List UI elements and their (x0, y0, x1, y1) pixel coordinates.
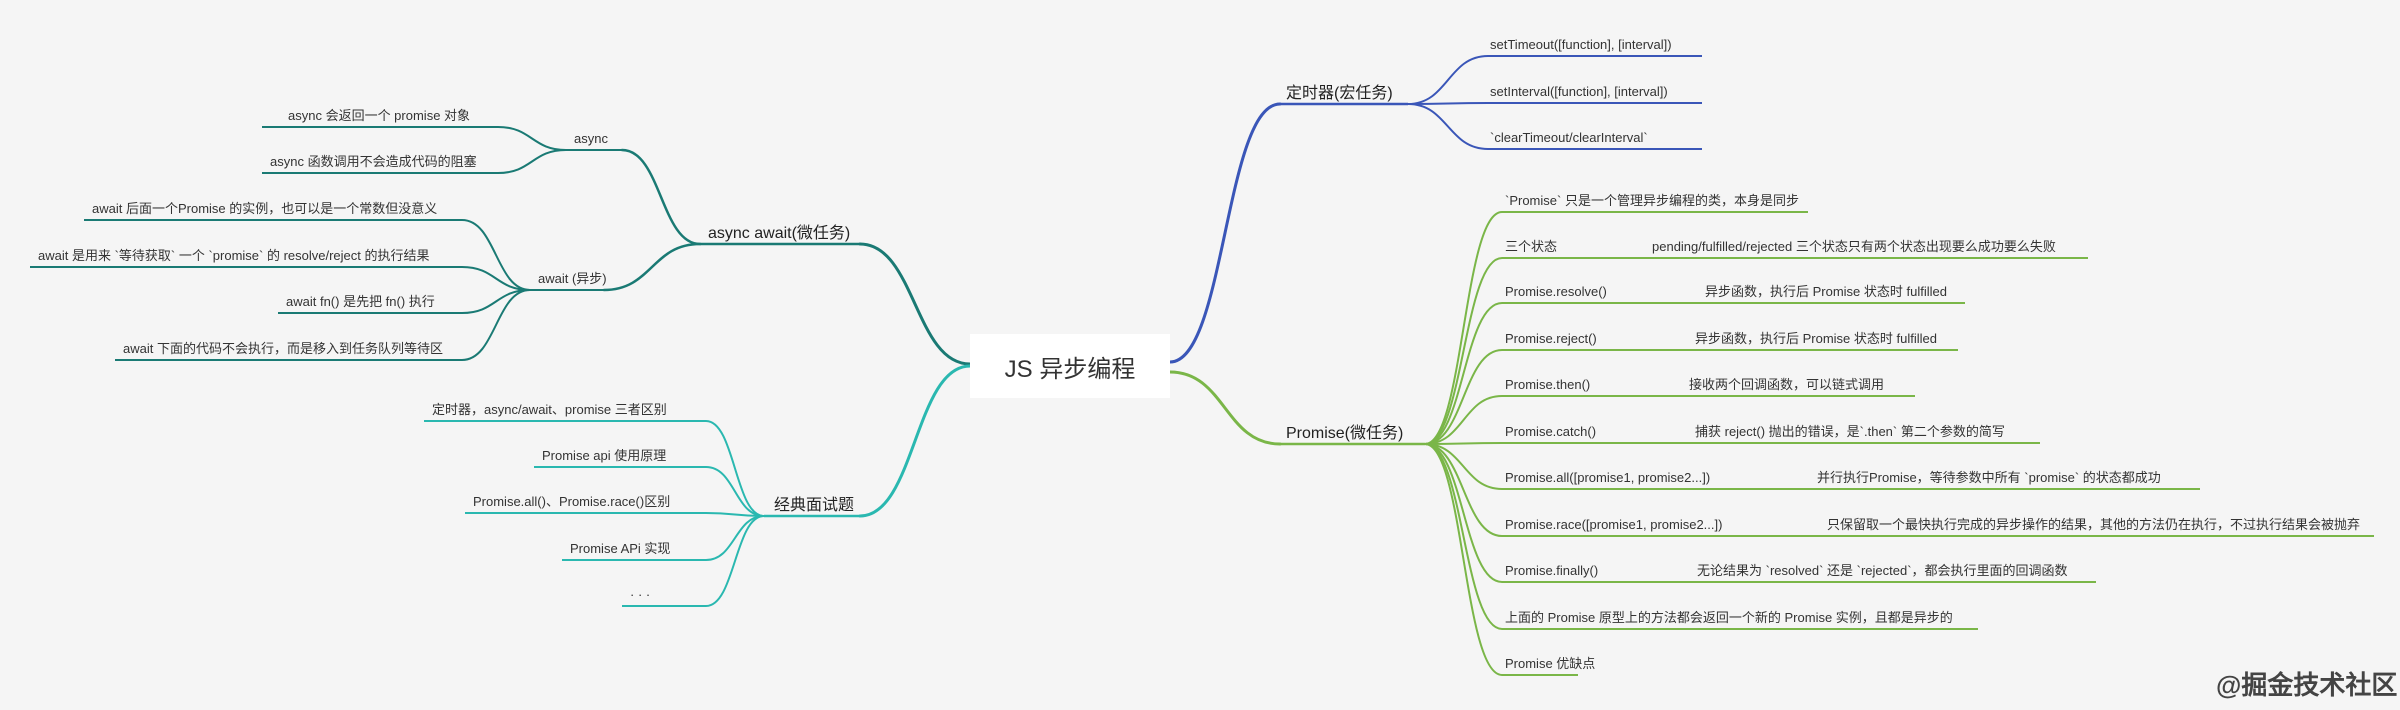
promise-item[interactable]: Promise.then() (1505, 377, 1591, 392)
edge-await-item (461, 219, 531, 291)
await-item[interactable]: await 下面的代码不会执行，而是移入到任务队列等待区 (123, 341, 443, 356)
edge-promise-item (1424, 302, 1503, 445)
promise-item-desc: 只保留取一个最快执行完成的异步操作的结果，其他的方法仍在执行，不过执行结果会被抛… (1827, 517, 2361, 532)
edge-promise-item (1424, 443, 1503, 676)
promise-item[interactable]: 三个状态 (1505, 239, 1558, 254)
edge-promise-item (1424, 443, 1503, 630)
edge-root-promise (1168, 370, 1282, 446)
interview-item[interactable]: Promise api 使用原理 (542, 448, 667, 463)
edge-promise-item (1424, 395, 1503, 445)
edge-timer-item (1407, 102, 1489, 105)
promise-item-desc: pending/fulfilled/rejected 三个状态只有两个状态出现要… (1652, 239, 2056, 254)
edge-root-async-await (858, 242, 972, 366)
await-item[interactable]: await 是用来 `等待获取` 一个 `promise` 的 resolve/… (38, 248, 430, 263)
interview-item[interactable]: 定时器，async/await、promise 三者区别 (432, 402, 667, 417)
root-label: JS 异步编程 (1004, 355, 1136, 383)
watermark: @掘金技术社区 (2216, 670, 2398, 700)
promise-item-desc: 捕获 reject() 抛出的错误，是`.then` 第二个参数的简写 (1695, 424, 2005, 439)
promise-item[interactable]: Promise.catch() (1505, 424, 1597, 439)
promise-item-desc: 并行执行Promise，等待参数中所有 `promise` 的状态都成功 (1817, 470, 2161, 485)
async-await-node[interactable]: async await(微任务) (708, 225, 851, 242)
edge-timer-item (1407, 103, 1489, 150)
edge-async-item (497, 126, 567, 151)
interview-node[interactable]: 经典面试题 (774, 497, 855, 514)
timer-item[interactable]: setInterval([function], [interval]) (1490, 84, 1668, 99)
edge-await-item (461, 266, 531, 291)
edge-promise-item (1424, 443, 1503, 490)
edge-timer-item (1407, 55, 1489, 105)
promise-item[interactable]: `Promise` 只是一个管理异步编程的类，本身是同步 (1505, 193, 1799, 208)
edge-promise-item (1424, 442, 1503, 445)
edge-root-timers (1168, 102, 1282, 364)
edge-promise-item (1424, 349, 1503, 445)
async-item[interactable]: async 函数调用不会造成代码的阻塞 (270, 154, 477, 169)
edge-root-interview (858, 364, 972, 518)
promise-item[interactable]: Promise.all([promise1, promise2...]) (1505, 470, 1711, 485)
edge-to-await (602, 242, 702, 292)
edge-promise-item (1424, 257, 1503, 445)
interview-item[interactable]: Promise.all()、Promise.race()区别 (473, 494, 671, 509)
edge-await-item (461, 289, 531, 314)
promise-item[interactable]: Promise 优缺点 (1505, 656, 1596, 671)
async-item[interactable]: async 会返回一个 promise 对象 (288, 108, 471, 123)
interview-item[interactable]: · · · (630, 587, 651, 602)
timers-node[interactable]: 定时器(宏任务) (1286, 85, 1393, 102)
edge-interview-item (705, 515, 765, 561)
edge-to-async (620, 148, 702, 246)
promise-item[interactable]: Promise.reject() (1505, 331, 1597, 346)
edge-await-item (461, 289, 531, 361)
promise-item[interactable]: Promise.resolve() (1505, 284, 1607, 299)
promise-node[interactable]: Promise(微任务) (1286, 425, 1404, 442)
edge-async-item (497, 149, 567, 174)
edge-promise-item (1424, 443, 1503, 583)
edge-interview-item (705, 515, 765, 607)
promise-item[interactable]: Promise.finally() (1505, 563, 1599, 578)
interview-item[interactable]: Promise APi 实现 (570, 541, 671, 556)
await-node[interactable]: await (异步) (538, 271, 607, 286)
await-item[interactable]: await fn() 是先把 fn() 执行 (286, 294, 435, 309)
async-node[interactable]: async (574, 131, 608, 146)
promise-item-desc: 异步函数，执行后 Promise 状态时 fulfilled (1695, 331, 1937, 346)
edge-interview-item (705, 420, 765, 517)
promise-item[interactable]: Promise.race([promise1, promise2...]) (1505, 517, 1723, 532)
edge-promise-item (1424, 211, 1503, 445)
promise-item-desc: 接收两个回调函数，可以链式调用 (1689, 377, 1885, 392)
promise-item[interactable]: 上面的 Promise 原型上的方法都会返回一个新的 Promise 实例，且都… (1505, 610, 1953, 625)
promise-item-desc: 无论结果为 `resolved` 还是 `rejected`，都会执行里面的回调… (1697, 563, 2068, 578)
edge-interview-item (705, 466, 765, 517)
edge-promise-item (1424, 443, 1503, 537)
root-node[interactable]: JS 异步编程 (970, 334, 1170, 398)
timer-item[interactable]: `clearTimeout/clearInterval` (1490, 130, 1648, 145)
promise-item-desc: 异步函数，执行后 Promise 状态时 fulfilled (1705, 284, 1947, 299)
await-item[interactable]: await 后面一个Promise 的实例，也可以是一个常数但没意义 (92, 201, 438, 216)
timer-item[interactable]: setTimeout([function], [interval]) (1490, 37, 1672, 52)
